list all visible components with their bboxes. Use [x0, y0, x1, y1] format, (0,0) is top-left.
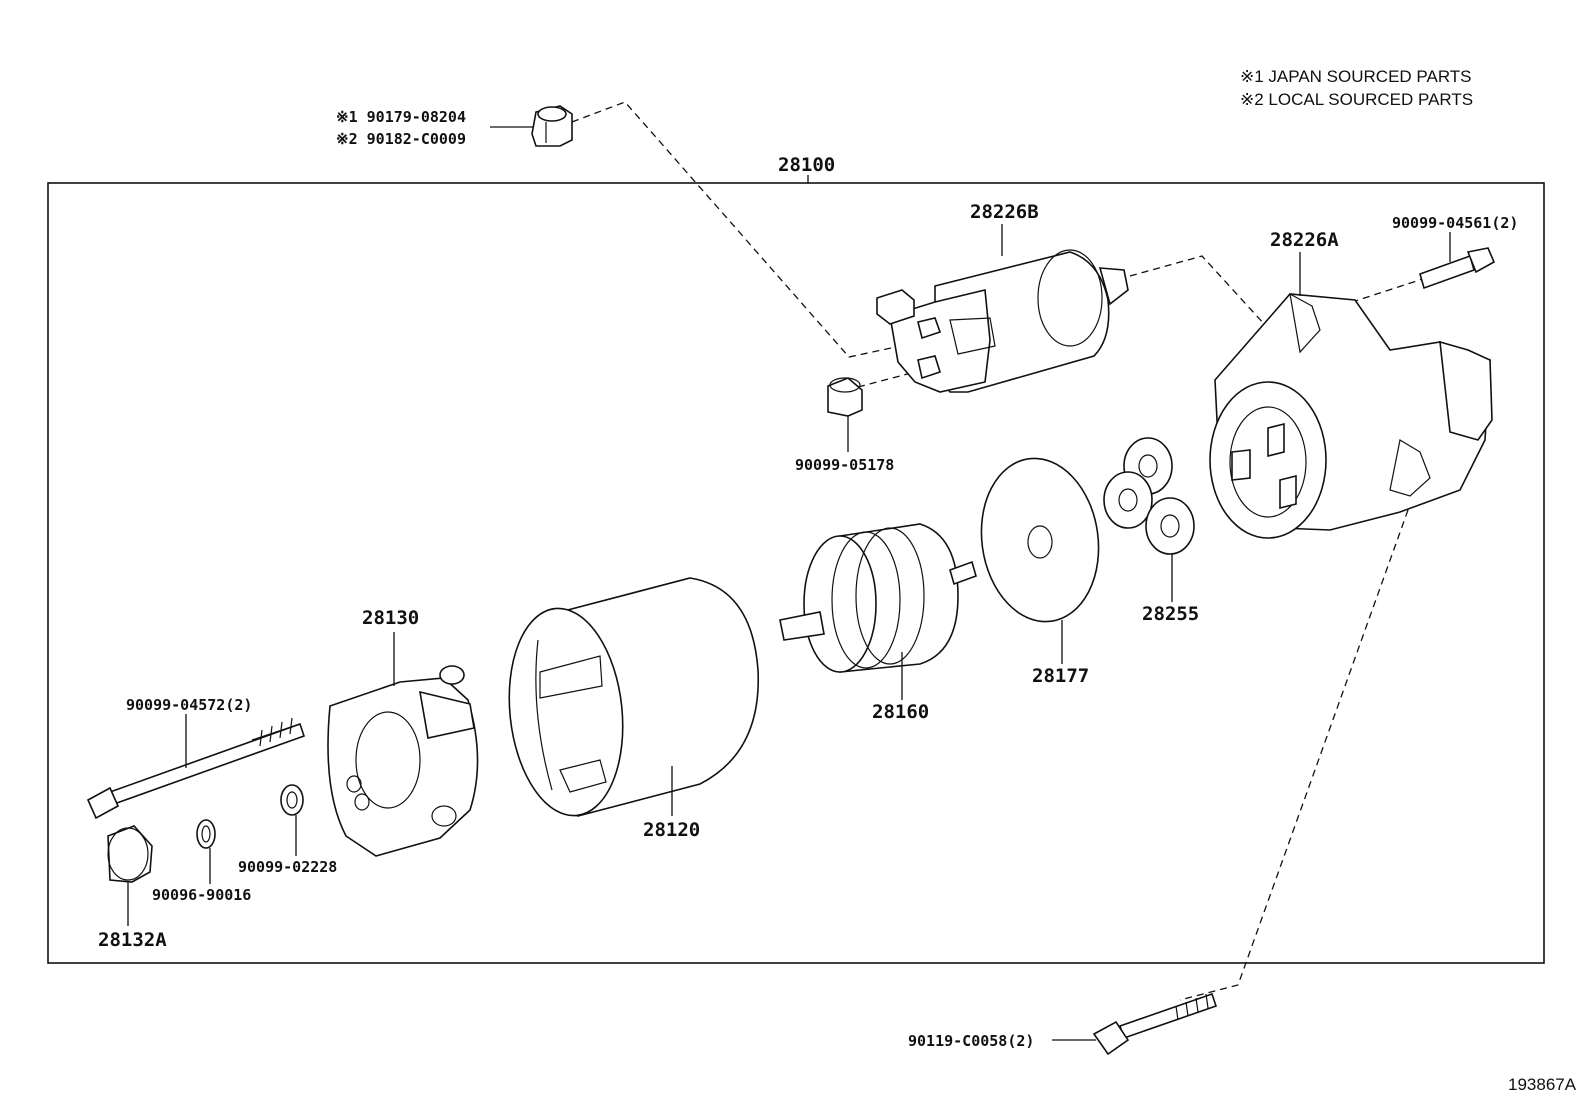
label-90096-90016: 90096-90016 — [152, 886, 251, 904]
label-90099-05178: 90099-05178 — [795, 456, 894, 474]
label-28226B: 28226B — [970, 201, 1039, 223]
figure-id: 193867A — [1508, 1075, 1577, 1094]
label-nut-japan: ※1 90179-08204 — [336, 108, 466, 126]
dash-line-boot-to-solenoid — [857, 365, 939, 388]
housing-bolt-part — [1419, 247, 1496, 290]
boot-part — [827, 377, 863, 417]
through-bolt-part — [86, 717, 306, 820]
washer-part — [280, 784, 304, 816]
label-90099-04561: 90099-04561(2) — [1392, 214, 1518, 232]
yoke-part — [508, 577, 760, 818]
dash-line-housing-to-bolt — [1179, 509, 1409, 1001]
label-nut-local: ※2 90182-C0009 — [336, 130, 466, 148]
legend-local-sourced: ※2 LOCAL SOURCED PARTS — [1240, 90, 1473, 109]
cap-part — [107, 825, 153, 883]
mounting-bolt-part — [1092, 992, 1218, 1056]
label-28226A: 28226A — [1270, 229, 1339, 251]
label-90099-02228: 90099-02228 — [238, 858, 337, 876]
label-90119-C0058: 90119-C0058(2) — [908, 1032, 1034, 1050]
planetary-gears-part — [1103, 437, 1195, 555]
clip-part — [196, 819, 216, 849]
assembly-label: 28100 — [778, 154, 835, 176]
label-28177: 28177 — [1032, 665, 1089, 687]
armature-part — [779, 523, 977, 673]
label-90099-04572: 90099-04572(2) — [126, 696, 252, 714]
legend-japan-sourced: ※1 JAPAN SOURCED PARTS — [1240, 67, 1472, 86]
assembly-frame — [47, 182, 1545, 964]
plate-part — [980, 457, 1100, 623]
nut-part — [531, 105, 573, 147]
label-28130: 28130 — [362, 607, 419, 629]
magnetic-switch-part — [876, 249, 1129, 393]
label-28160: 28160 — [872, 701, 929, 723]
label-28120: 28120 — [643, 819, 700, 841]
dash-line-nut-to-solenoid — [571, 101, 911, 358]
drive-housing-part — [1209, 292, 1493, 539]
end-frame-part — [327, 665, 479, 857]
label-28255: 28255 — [1142, 603, 1199, 625]
label-28132A: 28132A — [98, 929, 167, 951]
